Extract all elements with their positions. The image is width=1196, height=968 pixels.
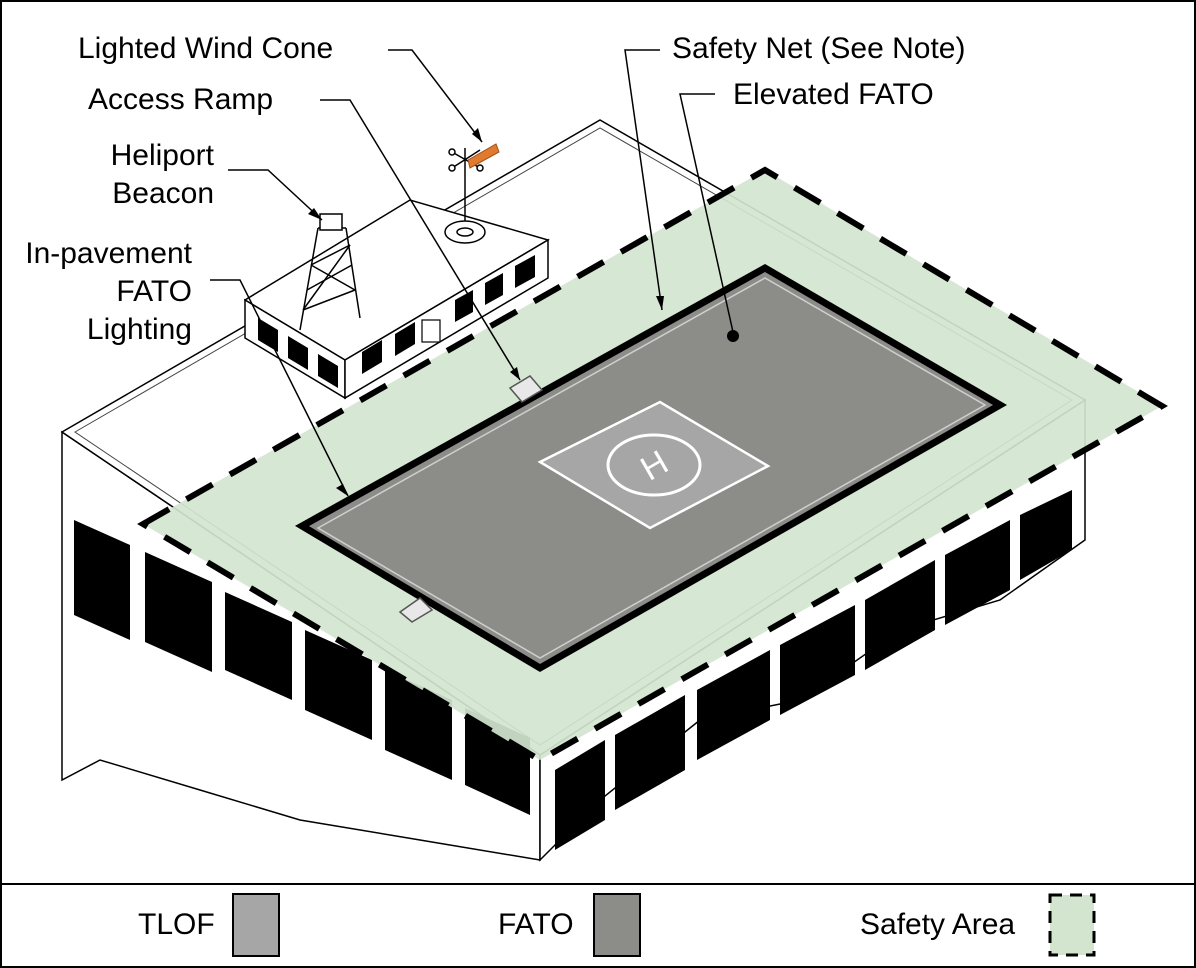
label-access-ramp: Access Ramp: [88, 83, 274, 116]
wind-cone-sock: [467, 143, 500, 169]
label-lighting-line1: In-pavement: [25, 237, 192, 270]
fato-pointer-dot: [727, 330, 739, 342]
fato-inner-edge: [316, 277, 987, 659]
label-heliport-line1: Heliport: [110, 139, 214, 172]
arrowheads: [308, 128, 664, 496]
leader-wind-cone: [388, 49, 483, 143]
legend-swatch-tlof: [232, 893, 280, 957]
label-lighting-line2: FATO: [116, 275, 192, 308]
legend-item-fato: FATO: [498, 893, 658, 959]
access-ramp-lower: [398, 597, 434, 623]
leader-elevated-fato: [679, 93, 734, 333]
legend-item-safety-area: Safety Area: [860, 893, 1100, 959]
label-heliport-line2: Beacon: [112, 177, 214, 210]
penthouse-door: [421, 319, 441, 343]
legend-label-fato: FATO: [498, 908, 574, 941]
legend-item-tlof: TLOF: [138, 893, 298, 959]
legend-label-safety-area: Safety Area: [860, 908, 1016, 941]
leader-in-pavement-lighting: [210, 279, 349, 497]
heliport-beacon-tower: [299, 213, 361, 331]
leader-heliport-beacon: [228, 169, 323, 221]
label-safety-net: Safety Net (See Note): [672, 32, 966, 65]
wind-cone-assembly: [444, 148, 486, 244]
right-wall-windows: [555, 490, 1072, 850]
tlof-surface: [537, 400, 771, 530]
legend-swatch-safety-area: [1048, 893, 1096, 957]
label-lighted-wind-cone: Lighted Wind Cone: [78, 32, 334, 65]
legend-swatch-fato: [593, 893, 641, 957]
legend-divider: [2, 883, 1194, 885]
leader-lines: [210, 49, 734, 497]
leader-safety-net: [624, 49, 663, 311]
left-wall-windows: [74, 520, 530, 815]
legend-label-tlof: TLOF: [138, 908, 215, 941]
helipad-circle: [606, 433, 702, 497]
leader-access-ramp: [320, 99, 521, 381]
access-ramp-upper: [508, 375, 544, 403]
label-elevated-fato: Elevated FATO: [733, 78, 934, 111]
label-lighting-line3: Lighting: [86, 313, 192, 346]
